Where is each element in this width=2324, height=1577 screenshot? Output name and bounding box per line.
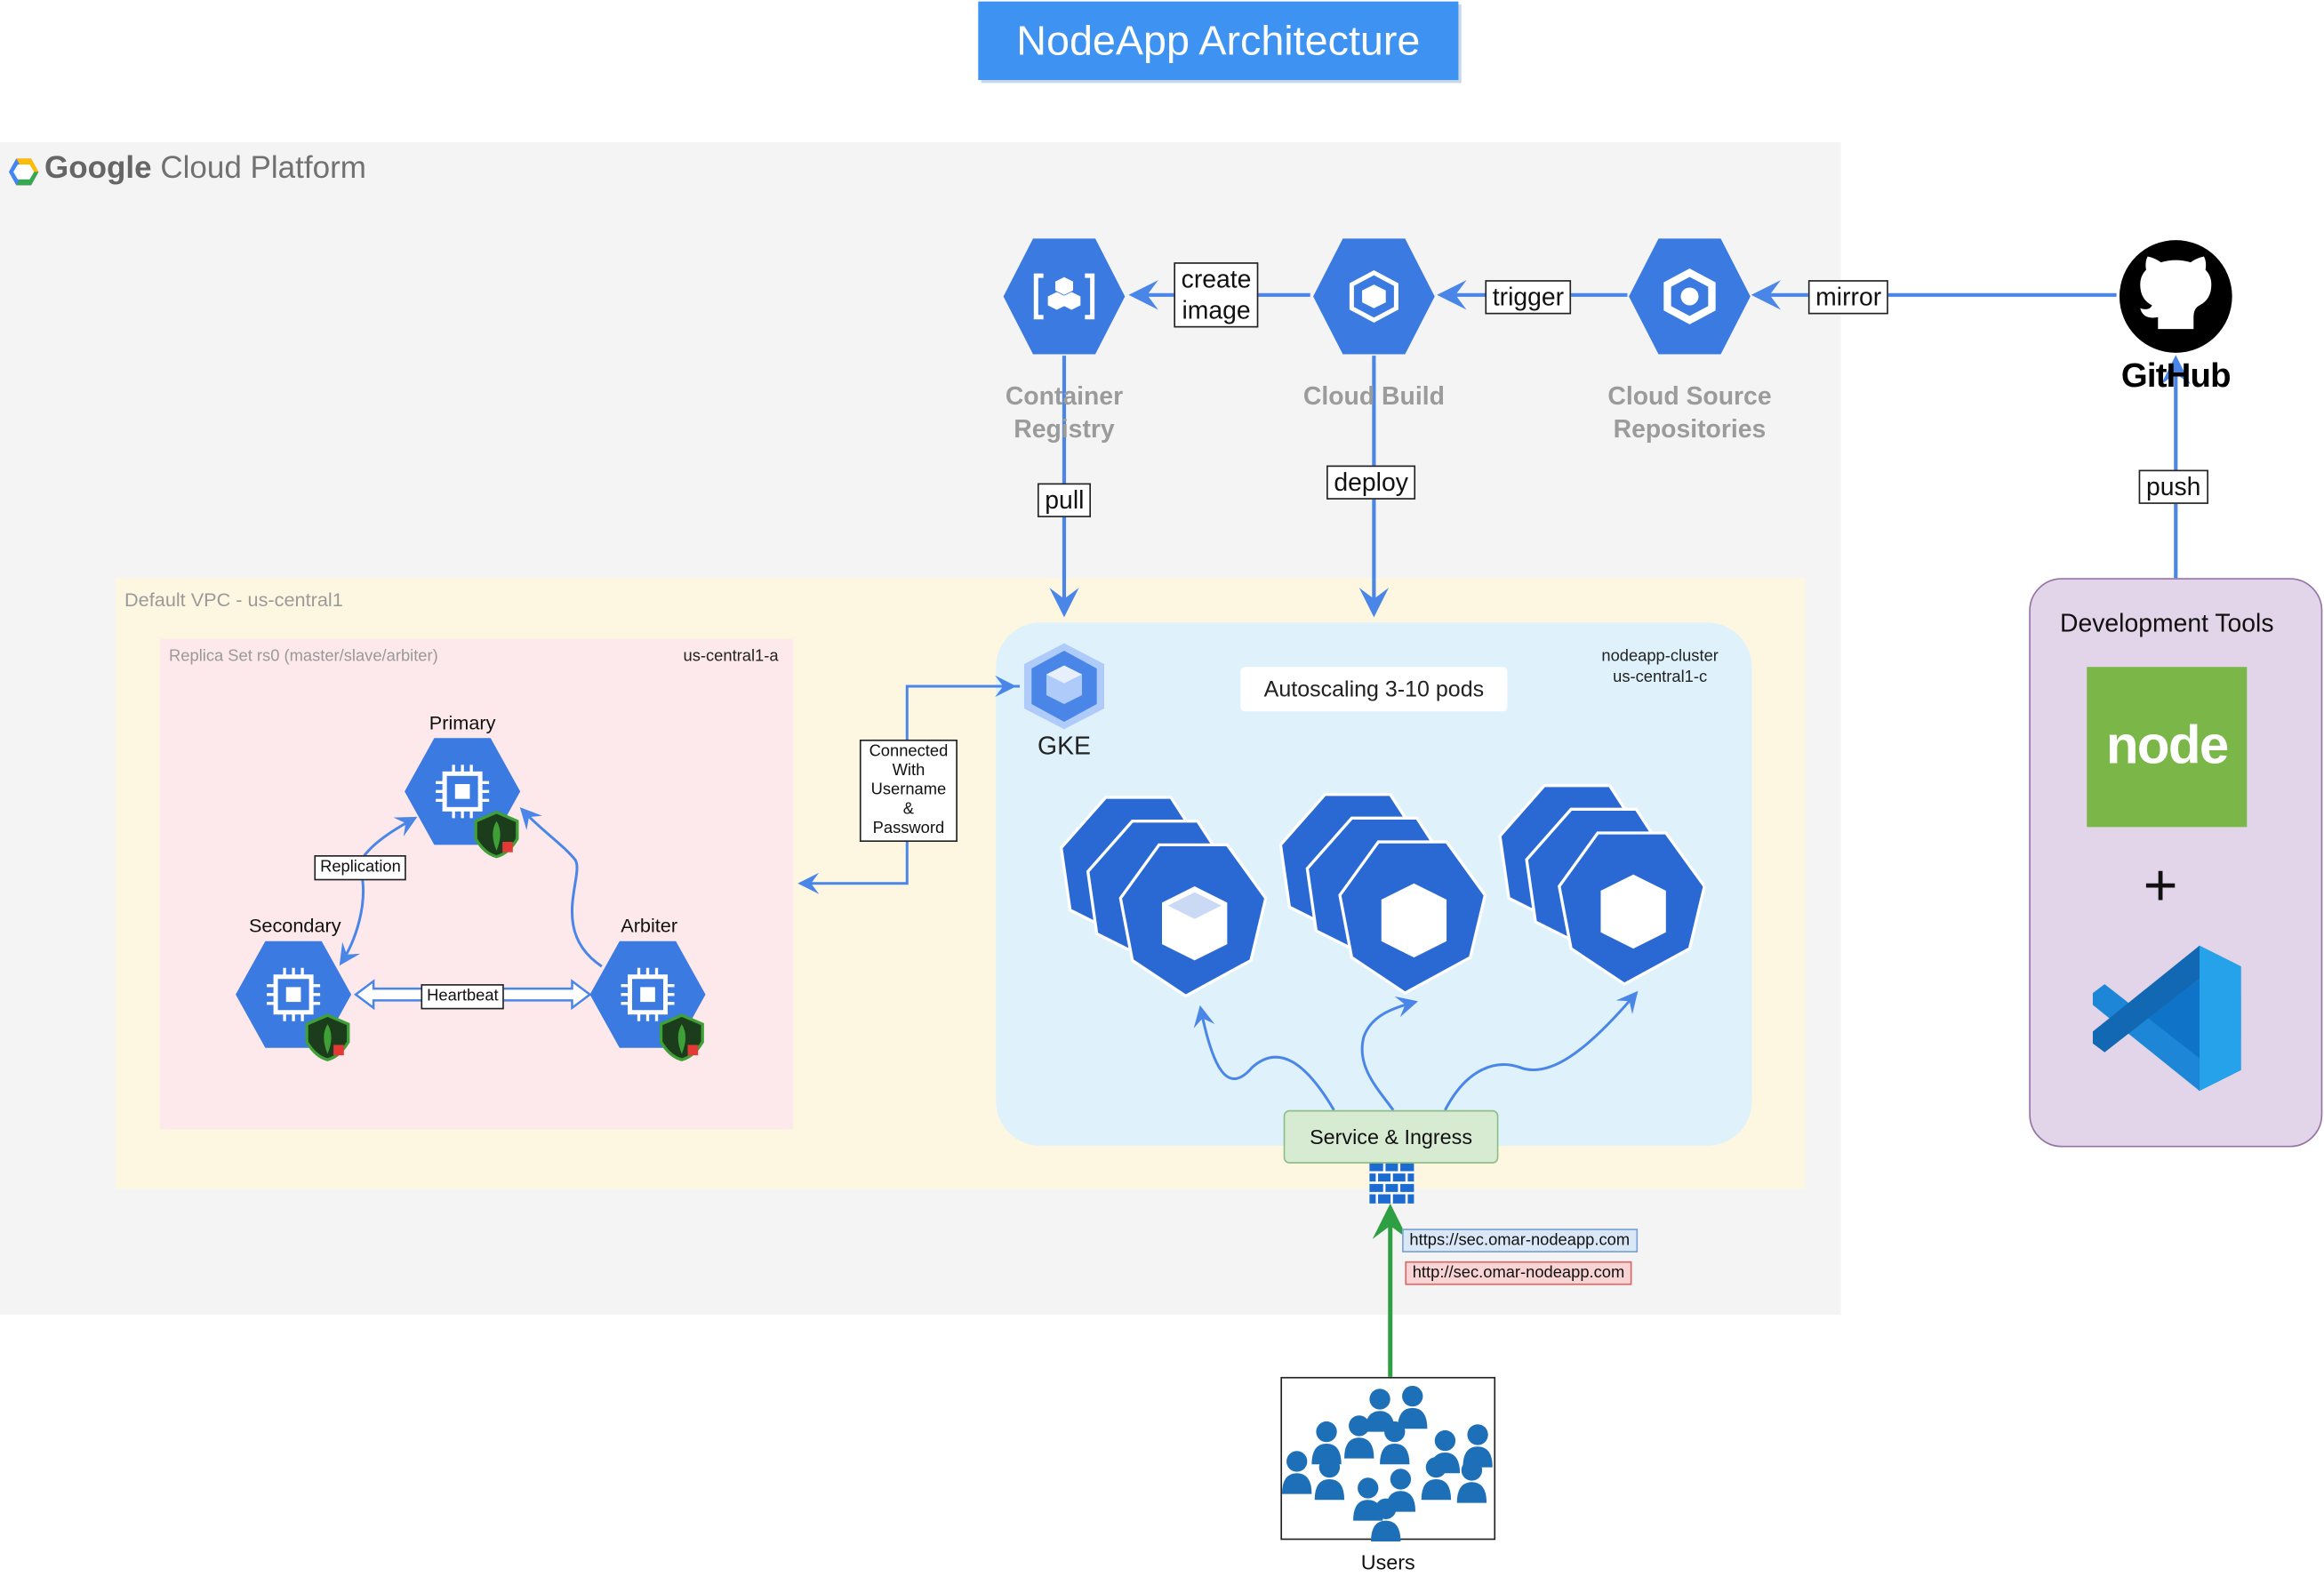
cluster-zone: us-central1-c (1613, 668, 1708, 686)
arbiter-node-icon[interactable] (589, 938, 712, 1062)
primary-label: Primary (429, 711, 496, 734)
primary-node-icon[interactable] (405, 735, 526, 860)
cluster-name: nodeapp-cluster (1601, 647, 1719, 666)
connection-label-line5: Password (872, 820, 945, 838)
autoscaling-label: Autoscaling 3-10 pods (1240, 667, 1508, 712)
service-to-pod2-arrow (1360, 996, 1418, 1111)
container-registry-label: Container Registry (978, 380, 1150, 445)
connection-label-line4: & (902, 800, 915, 819)
pod-group-1-icon[interactable] (1059, 795, 1278, 1002)
push-label: push (2138, 469, 2208, 504)
connection-credentials-label: Connected With Username & Password (859, 739, 958, 843)
cloud-source-repositories-label: Cloud Source Repositories (1586, 380, 1793, 445)
pod-group-2-icon[interactable] (1278, 791, 1496, 998)
gcp-logo-icon (9, 158, 39, 186)
create-image-label-line1: create (1181, 265, 1252, 294)
service-ingress-box: Service & Ingress (1283, 1109, 1499, 1164)
cloud-build-label: Cloud Build (1284, 380, 1464, 413)
plus-sign: + (2143, 853, 2178, 919)
gke-label: GKE (1038, 732, 1091, 761)
replica-set-zone-label: us-central1-a (683, 647, 779, 666)
users-group-icon (1282, 1385, 1493, 1541)
gcp-name: Cloud Platform (160, 151, 366, 186)
replication-arrow-secondary (339, 874, 365, 966)
secondary-label: Secondary (248, 914, 341, 937)
gke-icon[interactable] (1022, 642, 1105, 731)
replica-set-label: Replica Set rs0 (master/slave/arbiter) (169, 647, 438, 666)
mirror-label: mirror (1807, 280, 1889, 315)
nodejs-logo: node (2087, 667, 2248, 828)
diagram-title: NodeApp Architecture (978, 1, 1459, 81)
nodejs-logo-text: node (2105, 714, 2229, 775)
cloud-source-label-line1: Cloud Source (1607, 382, 1772, 411)
arbiter-label: Arbiter (621, 914, 678, 937)
service-to-pod1-arrow (1193, 1005, 1335, 1111)
container-registry-icon[interactable] (1002, 237, 1126, 356)
cloud-source-repositories-icon[interactable] (1627, 237, 1751, 356)
container-registry-label-line2: Registry (1014, 414, 1115, 444)
gcp-brand: Google (44, 151, 152, 186)
cloud-build-label-line1: Cloud Build (1302, 382, 1445, 411)
vpc-label: Default VPC - us-central1 (124, 588, 343, 611)
github-icon[interactable] (2117, 240, 2235, 356)
cluster-label: nodeapp-cluster us-central1-c (1571, 646, 1749, 688)
cloud-build-icon[interactable] (1311, 237, 1436, 356)
connection-label-line3: Username (870, 780, 947, 799)
service-to-pod3-arrow (1444, 990, 1639, 1111)
secondary-node-icon[interactable] (236, 938, 357, 1062)
development-tools-label: Development Tools (2060, 609, 2274, 637)
create-image-label-line2: image (1182, 296, 1251, 325)
https-url[interactable]: https://sec.omar-nodeapp.com (1402, 1229, 1638, 1253)
container-registry-label-line1: Container (1005, 382, 1124, 411)
http-url[interactable]: http://sec.omar-nodeapp.com (1405, 1261, 1632, 1285)
users-box (1280, 1376, 1496, 1541)
cloud-source-label-line2: Repositories (1613, 414, 1767, 444)
heartbeat-label: Heartbeat (421, 984, 505, 1010)
gcp-label: Google Cloud Platform (44, 151, 366, 187)
pull-label: pull (1037, 483, 1092, 517)
connection-label-line1: Connected (869, 742, 949, 761)
users-label: Users (1360, 1549, 1415, 1574)
create-image-label: create image (1174, 262, 1259, 328)
vscode-logo-icon (2092, 945, 2241, 1092)
pod-group-3-icon[interactable] (1498, 782, 1716, 989)
arbiter-to-primary-arrow (519, 807, 603, 968)
github-label: GitHub (2120, 356, 2232, 395)
firewall-icon (1369, 1162, 1414, 1204)
replication-label: Replication (314, 855, 407, 881)
connection-label-line2: With (892, 761, 926, 780)
trigger-label: trigger (1485, 280, 1572, 315)
deploy-label: deploy (1326, 465, 1416, 500)
